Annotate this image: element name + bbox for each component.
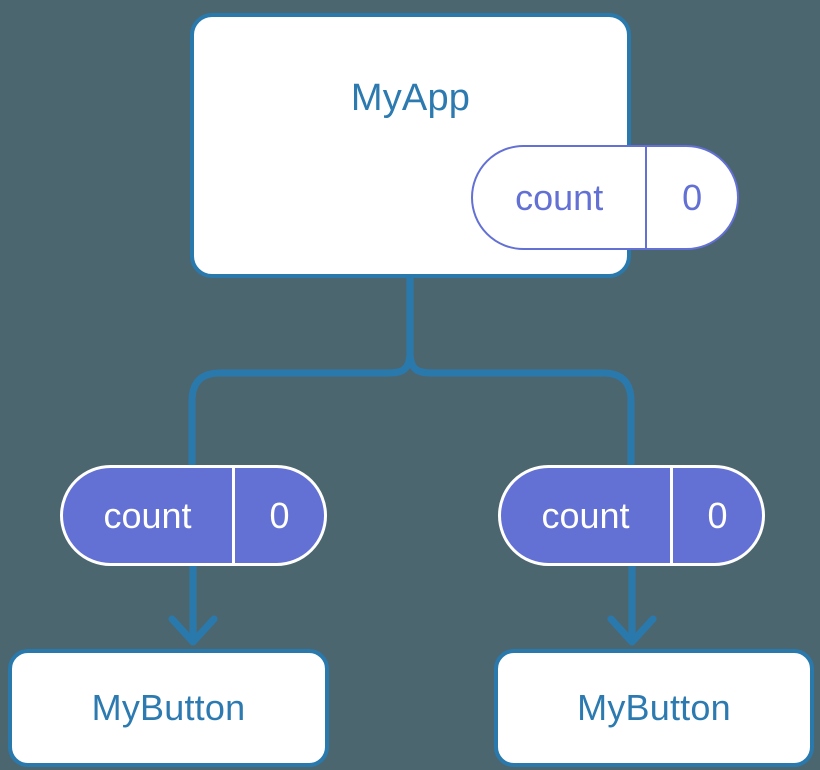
arrow-head-left-icon [168, 615, 218, 646]
component-title-myapp: MyApp [350, 77, 471, 119]
prop-pill-key: count [541, 494, 630, 536]
prop-pill-right-count[interactable]: count 0 [498, 465, 765, 566]
component-card-myapp[interactable]: MyApp count 0 [190, 13, 739, 278]
prop-pill-value: 0 [232, 468, 324, 563]
component-card-mybutton-left[interactable]: MyButton [8, 649, 329, 767]
prop-pill-key: count [103, 494, 192, 536]
component-title-mybutton: MyButton [577, 687, 731, 728]
arrow-head-right-icon [607, 615, 657, 646]
state-pill-key: count [515, 176, 604, 218]
prop-pill-left-count[interactable]: count 0 [60, 465, 327, 566]
state-pill-value: 0 [645, 147, 737, 248]
wire-branch-left [188, 351, 414, 465]
component-card-mybutton-right[interactable]: MyButton [494, 649, 814, 767]
prop-pill-value: 0 [670, 468, 762, 563]
component-title-mybutton: MyButton [91, 687, 246, 728]
wire-branch-right [406, 351, 635, 465]
state-pill-myapp-count[interactable]: count 0 [471, 145, 739, 250]
